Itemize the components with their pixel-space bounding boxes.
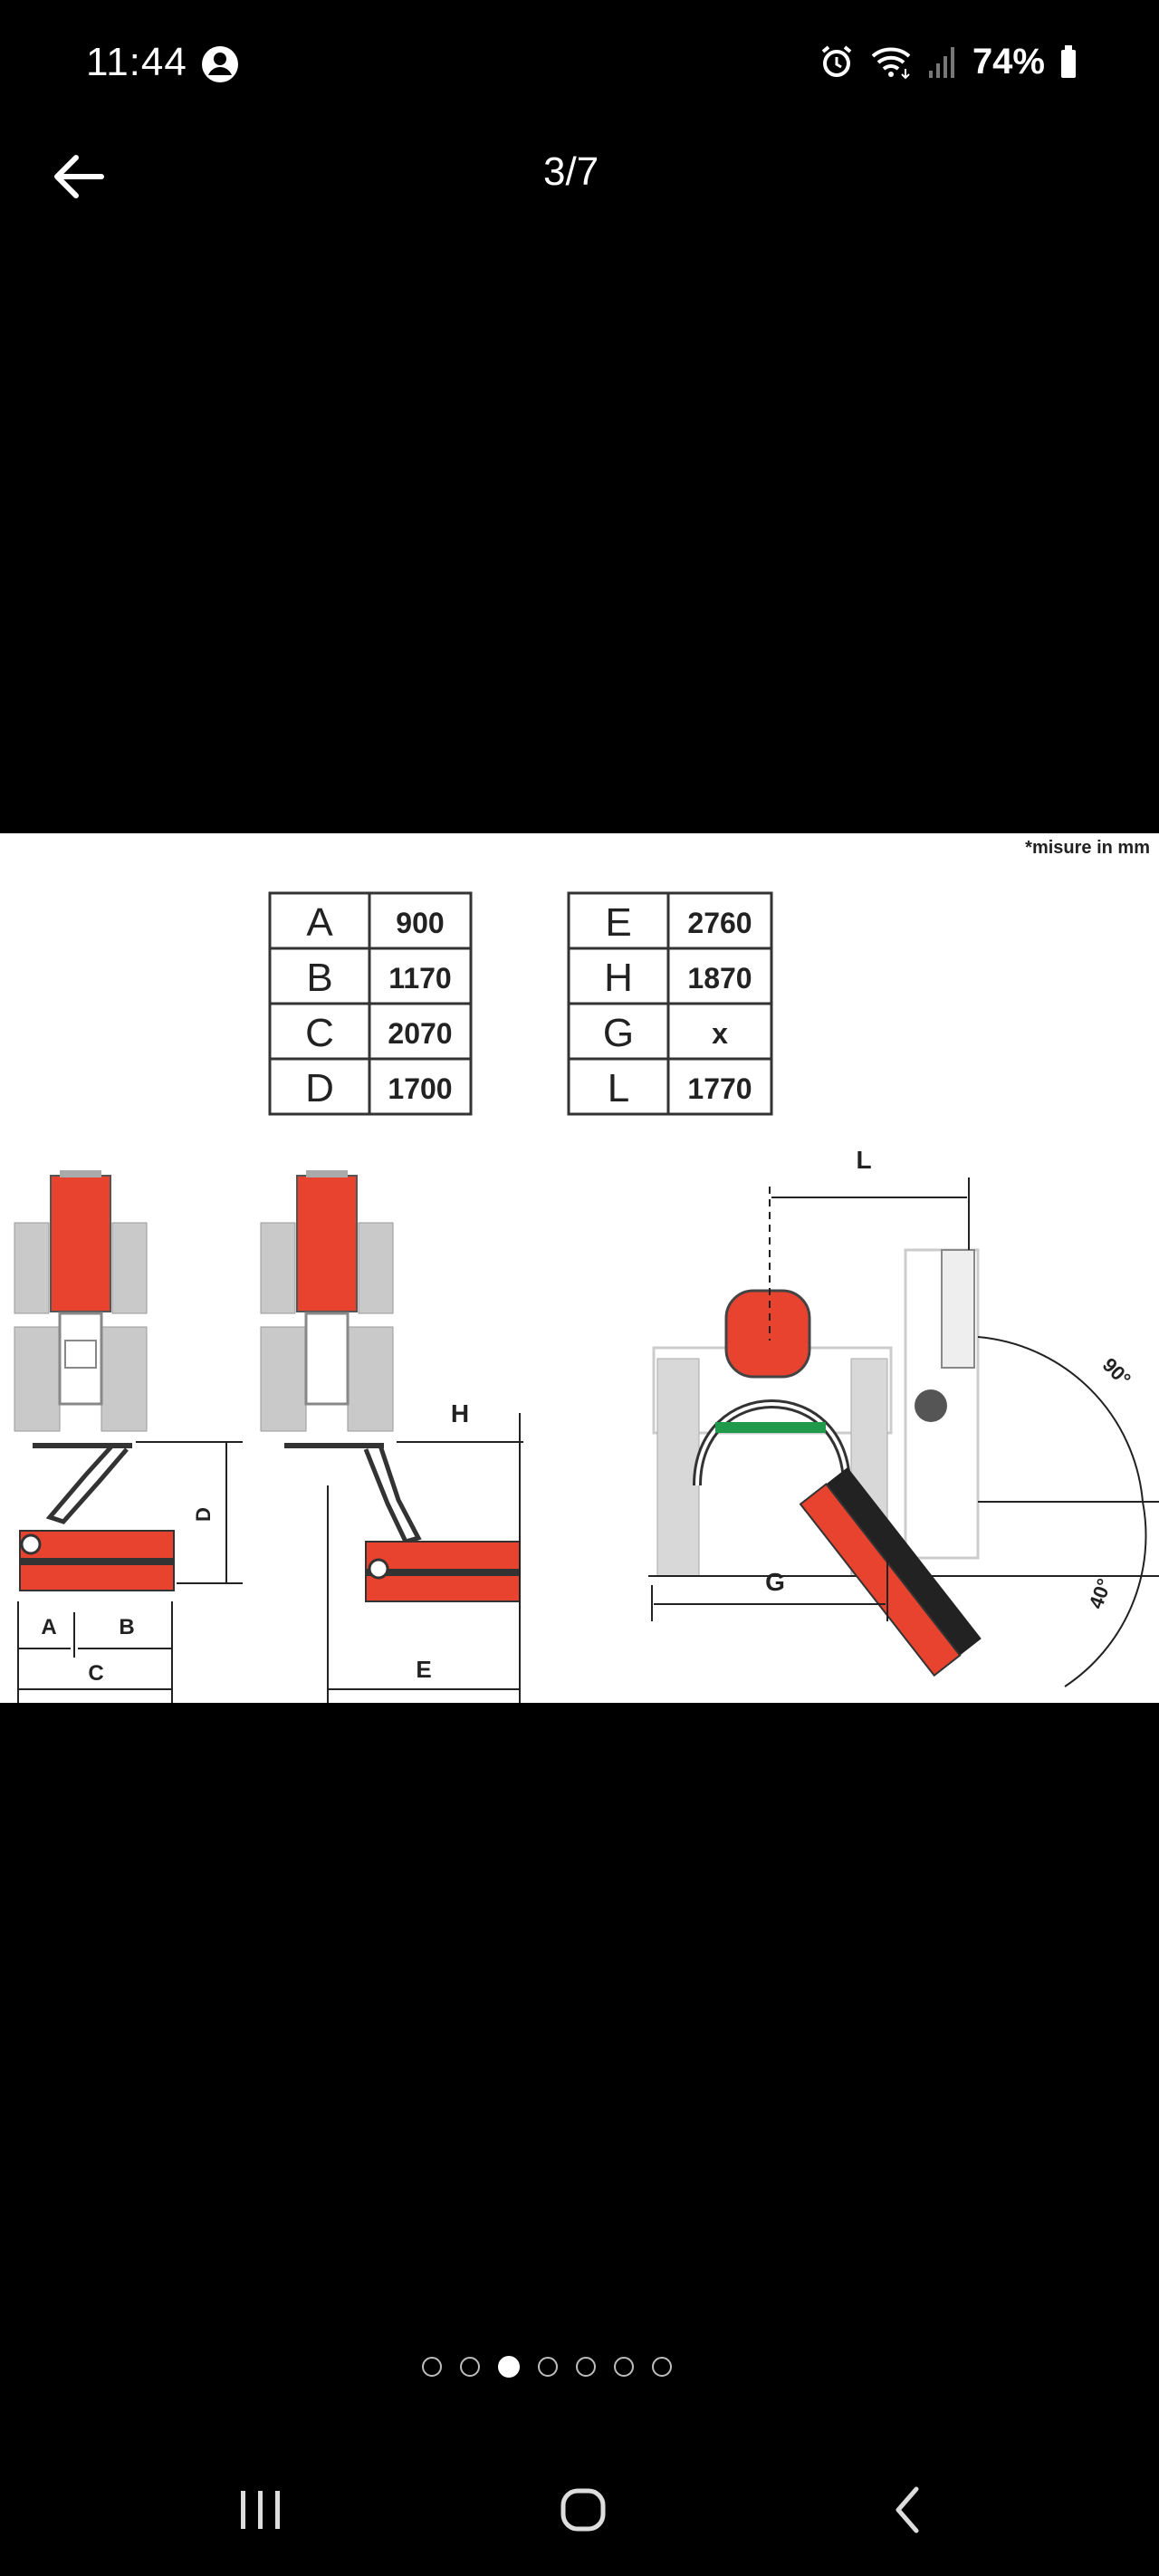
product-image[interactable]: *misure in mm A 900 B 1170 C 2070 D 1700… — [0, 833, 1159, 1703]
table-label: C — [305, 1011, 334, 1055]
dim-label: B — [119, 1615, 134, 1639]
pager-dot[interactable] — [576, 2357, 596, 2377]
table-label: B — [306, 956, 332, 1000]
signal-icon — [928, 47, 954, 78]
figure-rear-view: L G 90° 40° — [648, 1146, 1159, 1687]
dim-label: D — [192, 1507, 215, 1522]
status-bar: 11:44 74% — [0, 0, 1159, 127]
dim-label: A — [41, 1615, 56, 1639]
angle-label: 90° — [1098, 1353, 1135, 1390]
dim-label: H — [451, 1399, 469, 1427]
table-value: x — [712, 1017, 728, 1050]
table-value: 1870 — [687, 962, 752, 995]
figure-side-view-2: H E — [260, 1170, 523, 1703]
pager-dot[interactable] — [614, 2357, 634, 2377]
dimension-table-right: E 2760 H 1870 G x L 1770 — [567, 891, 773, 1116]
back-icon[interactable] — [873, 2478, 945, 2542]
navigation-bar — [0, 2446, 1159, 2576]
dim-label: L — [856, 1146, 871, 1174]
battery-percent: 74% — [972, 41, 1045, 82]
account-icon — [202, 46, 238, 82]
angle-label: 40° — [1085, 1576, 1116, 1612]
table-label: G — [603, 1011, 634, 1055]
table-value: 2070 — [388, 1017, 452, 1050]
figure-side-view-1: A B C D — [14, 1170, 243, 1703]
table-value: 2760 — [687, 907, 752, 939]
table-value: 900 — [396, 907, 444, 939]
pager-dot-active[interactable] — [498, 2356, 520, 2378]
dimension-table-left: A 900 B 1170 C 2070 D 1700 — [268, 891, 473, 1116]
alarm-icon — [821, 45, 852, 77]
pager-dot[interactable] — [652, 2357, 672, 2377]
back-arrow-icon[interactable] — [47, 145, 110, 208]
image-counter: 3/7 — [543, 149, 599, 194]
table-label: H — [604, 956, 633, 1000]
pager-dot[interactable] — [422, 2357, 442, 2377]
dim-label: E — [416, 1656, 431, 1683]
table-label: E — [605, 900, 631, 945]
pager-dot[interactable] — [538, 2357, 558, 2377]
recent-apps-icon[interactable] — [225, 2478, 297, 2542]
home-icon[interactable] — [547, 2478, 619, 2542]
battery-icon — [1061, 45, 1076, 78]
table-label: D — [305, 1066, 334, 1110]
pager-dot[interactable] — [460, 2357, 480, 2377]
table-value: 1700 — [388, 1072, 452, 1105]
table-label: L — [608, 1066, 629, 1110]
pager-dots — [422, 2356, 672, 2378]
status-time: 11:44 — [86, 40, 187, 84]
table-value: 1170 — [388, 962, 451, 995]
dim-label: G — [765, 1568, 785, 1596]
wifi-icon — [871, 47, 911, 80]
table-value: 1770 — [687, 1072, 752, 1105]
dim-label: C — [88, 1661, 103, 1686]
units-note: *misure in mm — [1025, 838, 1150, 858]
table-label: A — [306, 900, 333, 945]
